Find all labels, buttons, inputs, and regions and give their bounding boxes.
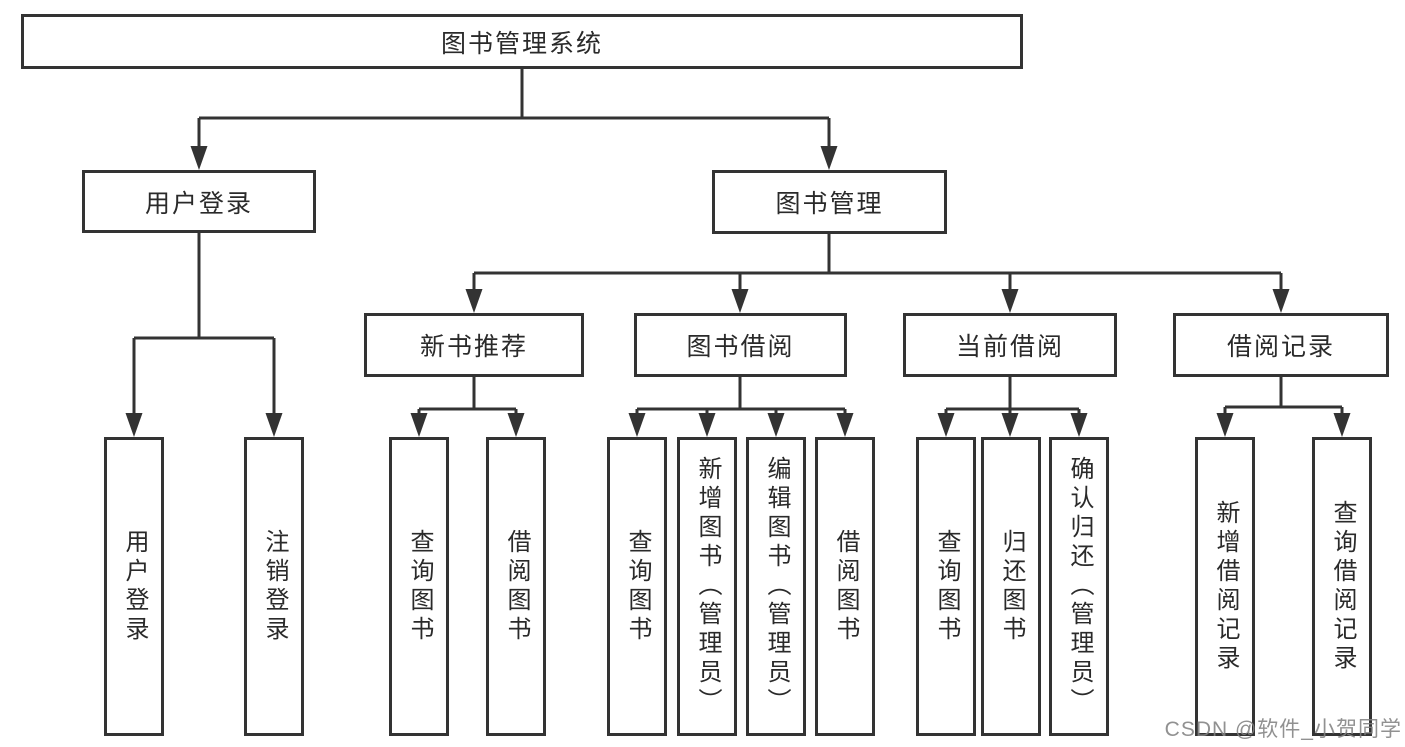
arrowheads-current-leaves bbox=[937, 413, 1088, 437]
leaf-borrow-add-book-admin: 新增图书（管理员） bbox=[677, 437, 737, 736]
node-book-management: 图书管理 bbox=[712, 170, 947, 234]
leaf-newbook-borrow-book-label: 借阅图书 bbox=[503, 528, 530, 645]
leaf-current-query-book: 查询图书 bbox=[916, 437, 976, 736]
node-book-management-label: 图书管理 bbox=[775, 190, 884, 218]
arrowheads-newbook-leaves bbox=[410, 413, 525, 437]
node-user-login-label: 用户登录 bbox=[144, 189, 253, 218]
connector-newbook-to-leaves bbox=[417, 377, 518, 414]
arrowheads-borrow-leaves bbox=[628, 413, 854, 437]
arrowheads-login-leaves bbox=[125, 413, 283, 437]
connector-mgmt-to-level3 bbox=[472, 234, 1283, 290]
leaf-records-query-record: 查询借阅记录 bbox=[1312, 437, 1372, 736]
leaf-borrow-add-book-admin-label: 新增图书（管理员） bbox=[694, 456, 721, 717]
node-current-borrow: 当前借阅 bbox=[903, 313, 1117, 377]
connector-borrow-to-leaves bbox=[635, 377, 847, 414]
node-root-system: 图书管理系统 bbox=[21, 14, 1023, 69]
csdn-watermark: CSDN @软件_小贺同学 bbox=[1164, 718, 1402, 741]
leaf-logout-label: 注销登录 bbox=[261, 528, 288, 645]
node-borrow-records: 借阅记录 bbox=[1173, 313, 1389, 377]
leaf-current-confirm-return-admin-label: 确认归还（管理员） bbox=[1066, 456, 1093, 717]
leaf-current-return-book-label: 归还图书 bbox=[998, 528, 1025, 645]
leaf-records-add-record: 新增借阅记录 bbox=[1195, 437, 1255, 736]
arrowheads-records-leaves bbox=[1216, 413, 1351, 437]
leaf-newbook-query-book: 查询图书 bbox=[389, 437, 449, 736]
arrowheads-level2 bbox=[190, 146, 838, 170]
leaf-borrow-borrow-book: 借阅图书 bbox=[815, 437, 875, 736]
connector-login-to-leaves bbox=[132, 233, 276, 414]
leaf-current-return-book: 归还图书 bbox=[981, 437, 1041, 736]
connector-records-to-leaves bbox=[1223, 377, 1344, 414]
leaf-user-login: 用户登录 bbox=[104, 437, 164, 736]
node-new-book-recommend-label: 新书推荐 bbox=[419, 333, 528, 361]
node-new-book-recommend: 新书推荐 bbox=[364, 313, 584, 377]
leaf-borrow-edit-book-admin: 编辑图书（管理员） bbox=[746, 437, 806, 736]
leaf-records-query-record-label: 查询借阅记录 bbox=[1329, 499, 1356, 674]
leaf-borrow-borrow-book-label: 借阅图书 bbox=[832, 528, 859, 645]
leaf-user-login-label: 用户登录 bbox=[121, 528, 148, 645]
node-book-borrow: 图书借阅 bbox=[634, 313, 847, 377]
node-current-borrow-label: 当前借阅 bbox=[955, 333, 1064, 361]
connector-root-to-level2 bbox=[197, 69, 831, 147]
leaf-borrow-query-book: 查询图书 bbox=[607, 437, 667, 736]
leaf-current-query-book-label: 查询图书 bbox=[933, 528, 960, 645]
leaf-records-add-record-label: 新增借阅记录 bbox=[1212, 499, 1239, 674]
leaf-newbook-borrow-book: 借阅图书 bbox=[486, 437, 546, 736]
leaf-logout: 注销登录 bbox=[244, 437, 304, 736]
connector-current-to-leaves bbox=[944, 377, 1081, 414]
leaf-current-confirm-return-admin: 确认归还（管理员） bbox=[1049, 437, 1109, 736]
leaf-borrow-edit-book-admin-label: 编辑图书（管理员） bbox=[763, 456, 790, 717]
node-root-label: 图书管理系统 bbox=[440, 29, 603, 58]
node-borrow-records-label: 借阅记录 bbox=[1226, 333, 1335, 361]
node-book-borrow-label: 图书借阅 bbox=[686, 333, 795, 361]
leaf-newbook-query-book-label: 查询图书 bbox=[406, 528, 433, 645]
node-user-login: 用户登录 bbox=[82, 170, 316, 233]
arrowheads-level3 bbox=[465, 289, 1290, 313]
leaf-borrow-query-book-label: 查询图书 bbox=[624, 528, 651, 645]
